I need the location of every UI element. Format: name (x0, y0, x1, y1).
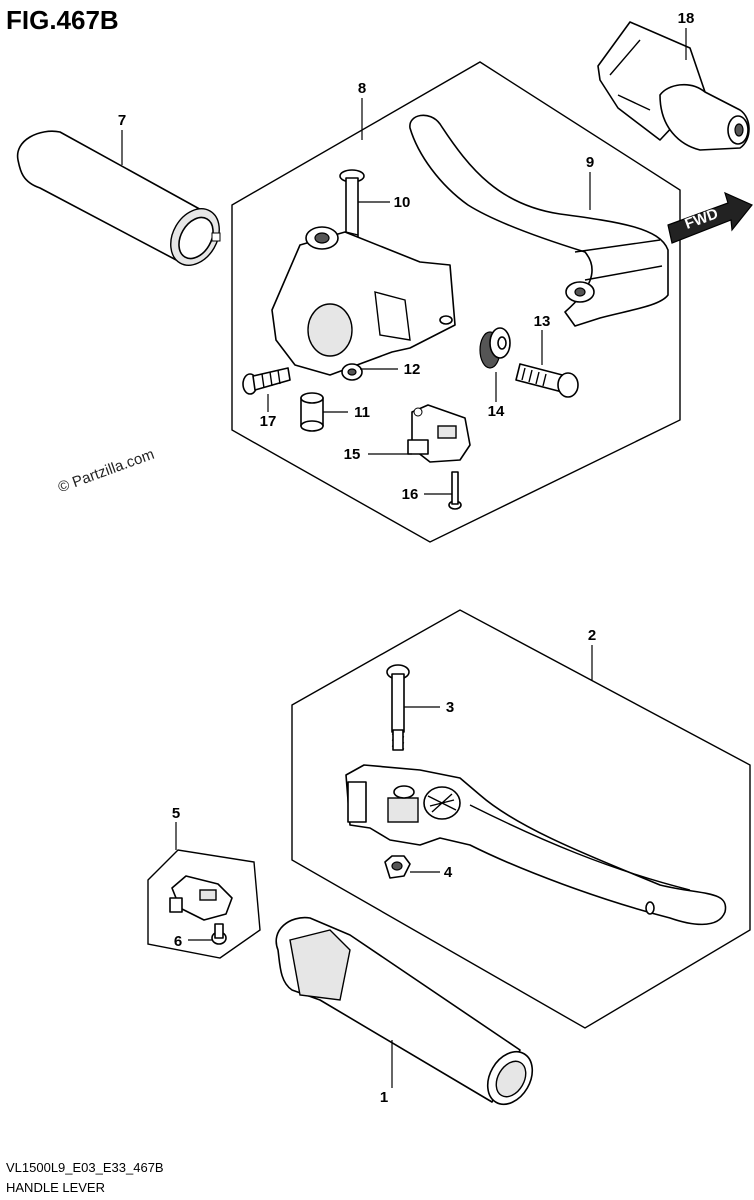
lever-part-2 (345, 764, 727, 926)
leader-lines (121, 28, 687, 1088)
bolt-part-10 (339, 169, 365, 249)
callout-13: 13 (534, 313, 551, 330)
callout-9: 9 (586, 154, 594, 171)
assembly-5-outline (147, 849, 261, 959)
switch-part-15 (407, 404, 471, 463)
callout-1: 1 (380, 1089, 388, 1106)
callout-12: 12 (404, 361, 421, 378)
callout-17: 17 (260, 413, 277, 430)
bolt-part-3 (386, 664, 410, 751)
footer-code: VL1500L9_E03_E33_467B (6, 1160, 164, 1175)
bolt-part-13 (515, 363, 579, 398)
screw-part-16 (448, 471, 462, 510)
callout-labels: 1 2 3 4 5 6 7 8 9 10 11 12 13 14 15 16 1… (118, 10, 695, 1106)
spacer-part-11 (300, 392, 324, 432)
callout-11: 11 (354, 404, 370, 421)
callout-4: 4 (444, 864, 453, 881)
screw-part-17 (242, 367, 291, 395)
callout-3: 3 (446, 699, 454, 716)
cover-part-18 (597, 21, 750, 151)
footer-name: HANDLE LEVER (6, 1180, 105, 1195)
callout-6: 6 (174, 933, 182, 950)
callout-5: 5 (172, 805, 180, 822)
grip-part-1 (275, 916, 534, 1106)
lever-part-9 (409, 114, 669, 327)
watermark: © Partzilla.com (56, 446, 157, 497)
callout-16: 16 (402, 486, 419, 503)
adjuster-part-14 (479, 327, 511, 369)
callout-8: 8 (358, 80, 366, 97)
screw-part-6 (211, 923, 227, 945)
callout-15: 15 (344, 446, 361, 463)
holder-part-8 (271, 226, 456, 376)
nut-part-4 (384, 855, 411, 879)
callout-10: 10 (394, 194, 411, 211)
callout-2: 2 (588, 627, 596, 644)
svg-text:© Partzilla.com: © Partzilla.com (56, 446, 157, 497)
callout-18: 18 (678, 10, 695, 27)
callout-14: 14 (488, 403, 505, 420)
figure-title: FIG.467B (6, 5, 119, 35)
switch-part-5 (169, 875, 233, 921)
assembly-2-outline (291, 609, 751, 1029)
nut-part-12 (341, 363, 363, 381)
assembly-8-outline (231, 61, 681, 543)
callout-7: 7 (118, 112, 126, 129)
grip-part-7 (16, 130, 221, 266)
